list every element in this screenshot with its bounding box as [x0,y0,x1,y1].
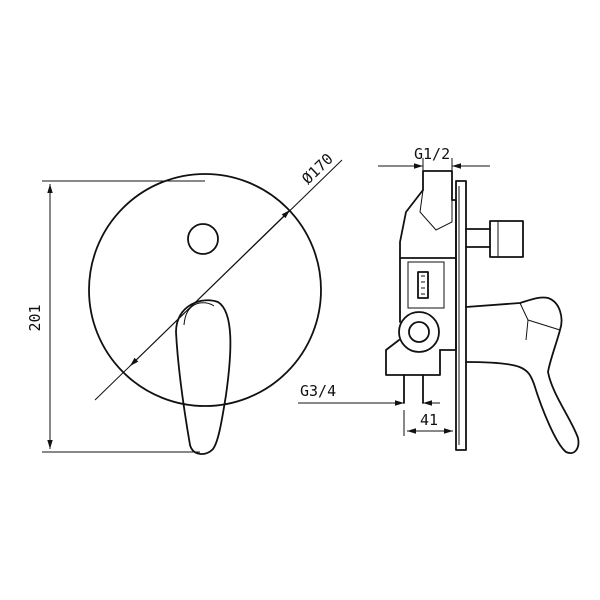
depth-label: 41 [420,411,438,429]
height-dimension: 201 [26,180,205,453]
diameter-dimension-label: Ø170 [298,150,336,188]
side-lever [465,296,580,454]
inlet-bottom-dimension: G3/4 [298,382,440,406]
valve-lower-body [385,339,441,376]
depth-dimension: 41 [403,410,457,450]
side-knob-stem [465,228,491,248]
cartridge-window [407,261,445,309]
diameter-dimension: Ø170 [94,150,343,401]
side-outlet-ring [398,311,440,353]
cartridge-slot [417,271,429,299]
front-view [88,173,322,455]
height-dimension-label: 201 [26,304,44,331]
side-lever-facet [519,302,561,341]
wall-plate [455,180,467,451]
side-outlet-hole [408,321,430,343]
top-inlet-pipe [422,170,453,201]
side-knob [489,220,524,258]
diverter-knob [187,223,219,255]
cover-plate-circle [88,173,322,407]
bottom-outlet-pipe [403,374,424,404]
inlet-top-dimension: G1/2 [378,145,490,171]
inlet-top-label: G1/2 [414,145,450,163]
valve-upper-facet [419,189,453,231]
side-view [385,170,580,454]
inlet-bottom-label: G3/4 [300,382,336,400]
